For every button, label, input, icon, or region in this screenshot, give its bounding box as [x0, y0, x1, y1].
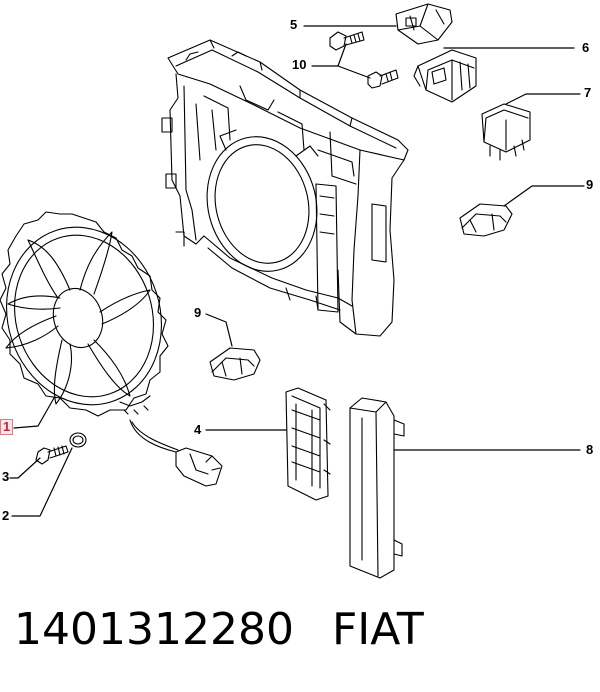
bolt-part-3: [35, 445, 69, 465]
callout-8: 8: [586, 442, 594, 457]
callout-7: 7: [584, 85, 592, 100]
leader-lines: [9, 25, 585, 517]
control-unit-part: [413, 49, 477, 103]
callout-9-right: 9: [586, 177, 594, 192]
deflector-panel-part: [349, 397, 405, 579]
clip-part-left: [209, 347, 261, 381]
callout-6: 6: [582, 40, 590, 55]
exploded-parts-diagram: [0, 3, 585, 579]
o-ring-part: [69, 432, 87, 448]
front-frame-part: [161, 39, 409, 337]
callout-5: 5: [290, 17, 298, 32]
bolt-part-10: [367, 69, 399, 89]
resistor-part: [395, 3, 453, 45]
brand-name: FIAT: [331, 604, 424, 655]
callout-3: 3: [2, 469, 10, 484]
relay-part: [481, 103, 531, 161]
bolt-part-5: [329, 31, 365, 51]
part-number: 1401312280: [14, 604, 294, 655]
callout-2: 2: [2, 508, 10, 523]
caption: 1401312280 FIAT: [14, 604, 594, 664]
callout-9-left: 9: [194, 305, 202, 320]
air-guide-part: [285, 387, 331, 501]
callout-10: 10: [292, 57, 307, 72]
fan-assembly-part: [0, 211, 223, 487]
callout-1: 1: [0, 419, 14, 435]
clip-part-right: [459, 203, 513, 237]
callout-4: 4: [194, 422, 202, 437]
